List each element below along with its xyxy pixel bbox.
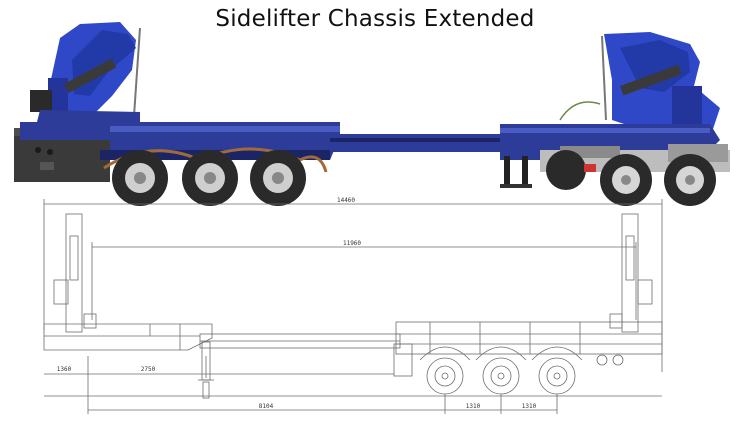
rear-wheels	[112, 150, 306, 206]
dim-deck-length: 11960	[343, 240, 361, 247]
dim-kingpin-to-leg: 2750	[141, 366, 156, 373]
dim-overall-length: 14460	[337, 197, 355, 204]
rear-crane	[30, 22, 141, 126]
landing-leg	[504, 156, 510, 186]
dim-front-overhang: 1360	[57, 366, 72, 373]
dim-axle-spacing-2: 1310	[522, 403, 537, 410]
page-title: Sidelifter Chassis Extended	[215, 6, 535, 32]
front-crane	[559, 32, 720, 134]
dim-axle-spacing-1: 1310	[466, 403, 481, 410]
dim-kingpin-to-axle: 8104	[259, 403, 274, 410]
tractor-unit	[540, 144, 730, 206]
